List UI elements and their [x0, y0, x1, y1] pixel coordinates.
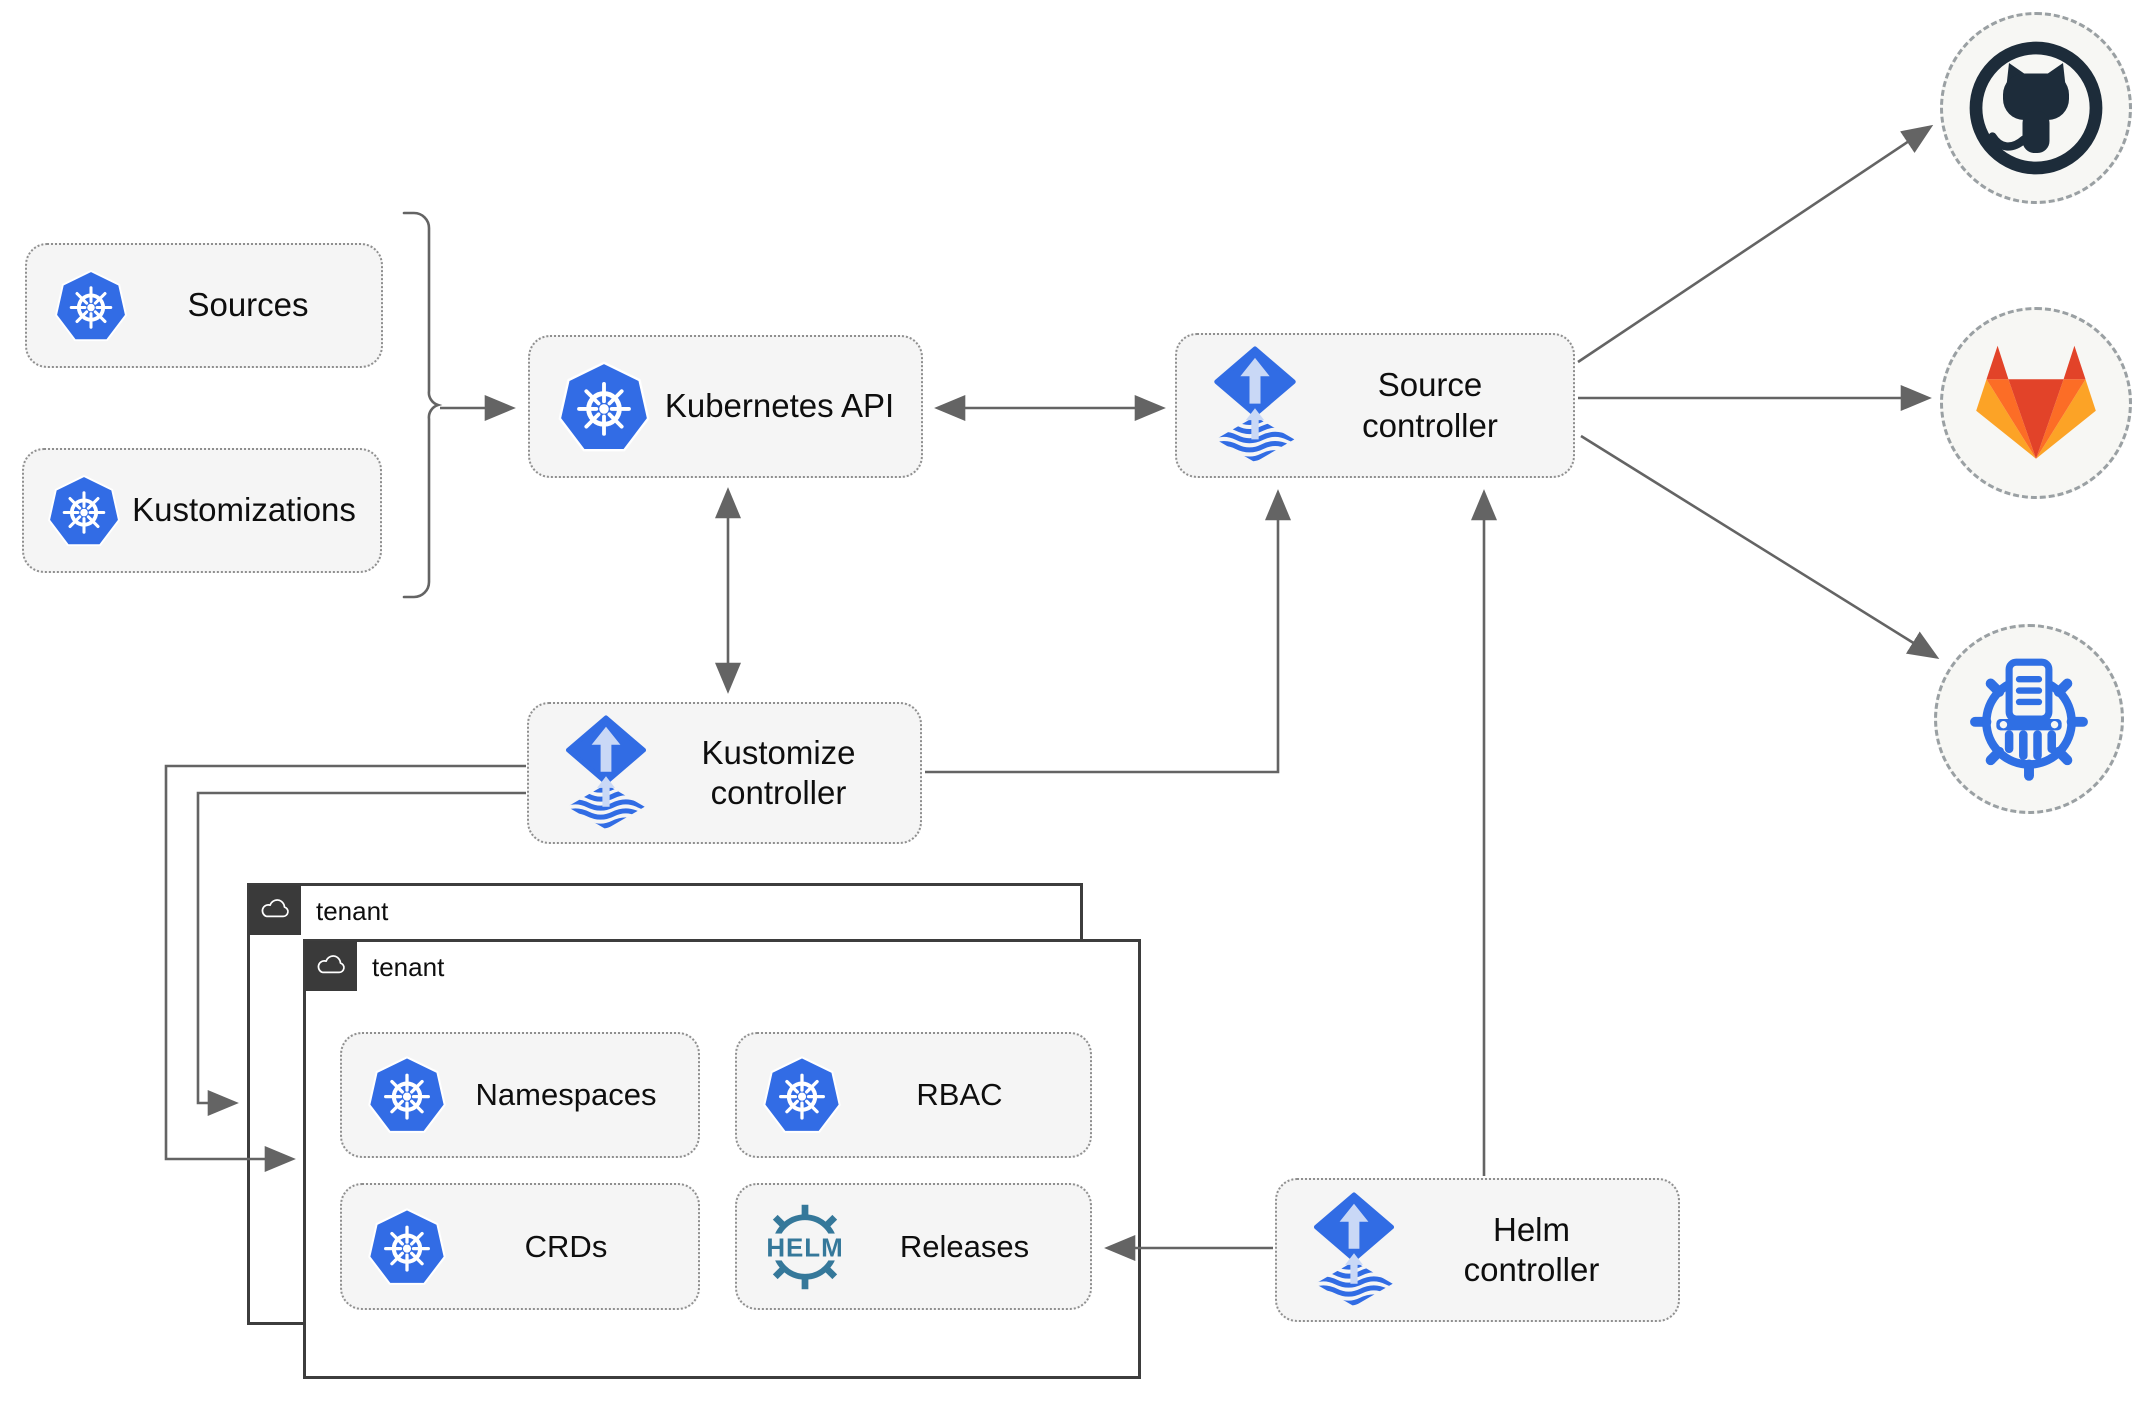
source-controller-label: Source controller [1301, 365, 1573, 446]
helm-logo-text: HELM [766, 1234, 843, 1262]
kubernetes-icon [761, 1054, 843, 1136]
kustomize-controller-line2: controller [710, 774, 847, 811]
flux-icon [561, 715, 651, 832]
kustomizations-node: Kustomizations [22, 448, 382, 573]
gitlab-icon [1970, 341, 2102, 465]
kubernetes-api-node: Kubernetes API [528, 335, 923, 478]
tenant-box-front: tenant [303, 939, 1141, 1379]
kubernetes-icon [366, 1206, 448, 1288]
flux-icon [1209, 346, 1301, 465]
cloud-icon [258, 898, 292, 922]
helm-controller-label: Helm controller [1399, 1210, 1678, 1291]
helm-controller-line1: Helm [1492, 1210, 1570, 1248]
crds-node: CRDs [340, 1183, 700, 1310]
kubernetes-api-label: Kubernetes API [664, 387, 895, 425]
kustomize-controller-label: Kustomize controller [651, 733, 920, 814]
gitlab-circle [1940, 307, 2132, 499]
releases-label: Releases [899, 1228, 1030, 1264]
helm-icon: HELM [757, 1199, 853, 1295]
tenant-label: tenant [316, 896, 389, 926]
registry-circle [1934, 624, 2124, 814]
kustomize-controller-node: Kustomize controller [527, 702, 922, 844]
sources-node: Sources [25, 243, 383, 368]
edge-source-to-github [1577, 124, 1934, 364]
helm-controller-node: Helm controller [1275, 1178, 1680, 1322]
source-controller-line1: Source [1377, 366, 1483, 404]
namespaces-node: Namespaces [340, 1032, 700, 1158]
tenant-header [305, 941, 357, 991]
kubernetes-icon [46, 473, 122, 549]
tenant-label: tenant [372, 952, 445, 982]
helm-controller-line2: controller [1463, 1251, 1600, 1288]
namespaces-label: Namespaces [475, 1077, 657, 1113]
kubernetes-icon [53, 268, 129, 344]
kustomize-controller-line1: Kustomize [701, 733, 856, 771]
github-circle [1940, 12, 2132, 204]
crds-label: CRDs [524, 1228, 608, 1264]
rbac-label: RBAC [916, 1077, 1003, 1113]
edge-kustomize-to-source [925, 489, 1291, 774]
releases-node: HELM Releases [735, 1183, 1092, 1310]
rbac-node: RBAC [735, 1032, 1092, 1158]
kubernetes-icon [366, 1054, 448, 1136]
brace-sources-kustomizations [402, 211, 443, 599]
sources-label: Sources [187, 286, 309, 324]
kustomizations-label: Kustomizations [132, 491, 356, 529]
cloud-icon [314, 954, 348, 978]
tenant-header [249, 885, 301, 935]
source-controller-line2: controller [1362, 406, 1498, 444]
registry-icon [1958, 648, 2100, 790]
github-icon [1961, 33, 2111, 183]
kubernetes-icon [556, 359, 652, 455]
edge-source-to-registry [1580, 434, 1940, 660]
flux-icon [1309, 1192, 1399, 1309]
source-controller-node: Source controller [1175, 333, 1575, 478]
